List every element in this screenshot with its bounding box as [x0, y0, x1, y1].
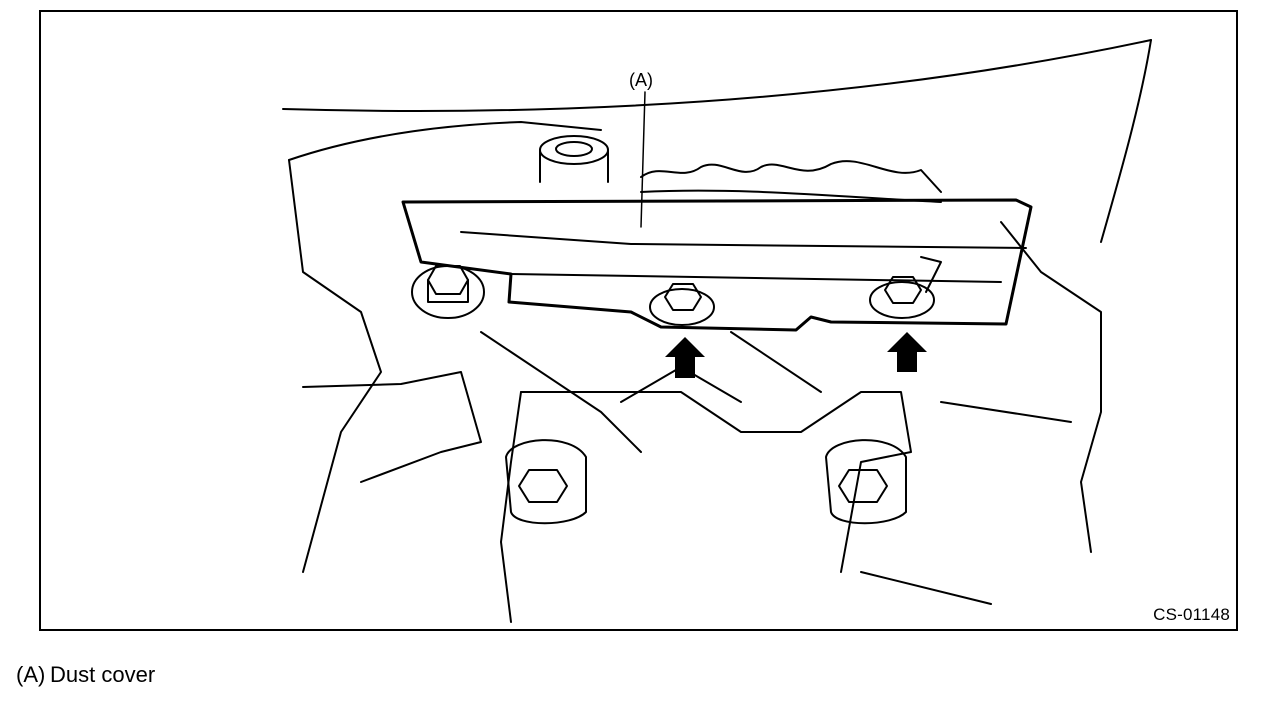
cylinder-top [539, 135, 609, 165]
left-lower-panel [302, 371, 482, 483]
legend-item: (A) Dust cover [16, 662, 155, 688]
legend-key: (A) [16, 662, 46, 687]
upper-body-line [282, 39, 1152, 112]
arrow-right [887, 332, 927, 372]
figure-id: CS-01148 [1153, 605, 1230, 624]
center-block-left [500, 391, 522, 623]
side-bolt [411, 265, 485, 319]
mount-bolt-right [825, 439, 907, 525]
lower-right-plate [860, 571, 992, 605]
bracket-right-arm [730, 331, 822, 393]
bracket-left-arm [480, 331, 642, 453]
right-inner-line [940, 401, 1072, 423]
line-drawing [282, 39, 1152, 623]
cover-bolt-left [649, 283, 715, 326]
left-housing-side [288, 159, 382, 573]
left-housing-top [288, 121, 602, 161]
right-structure [1000, 221, 1102, 553]
legend: (A) Dust cover [16, 662, 155, 688]
center-block [520, 391, 912, 573]
dust-cover-ridge [460, 231, 1027, 249]
mount-bolt-left [505, 439, 587, 525]
callout-leader [640, 91, 646, 228]
dust-cover [401, 198, 1033, 332]
cylinder-body [539, 149, 609, 183]
legend-text: Dust cover [50, 662, 156, 687]
cover-bolt-right [869, 256, 942, 319]
callout-label: (A) [629, 70, 653, 90]
dust-cover-inner [510, 273, 1002, 283]
cylinder-inner [555, 141, 593, 157]
right-fender-curve [1100, 39, 1152, 243]
illustration-frame: (A) CS-01148 [39, 10, 1238, 631]
shift-boot [640, 160, 942, 193]
arrow-left [665, 337, 705, 378]
